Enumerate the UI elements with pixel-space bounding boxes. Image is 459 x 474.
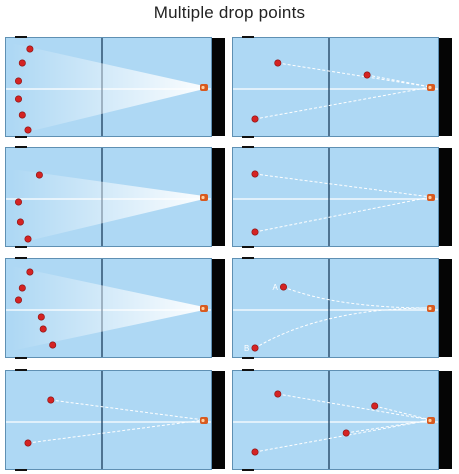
drop-point [251,170,259,178]
back-wall [439,259,452,357]
machine-outlet [428,195,432,200]
court-diagram [5,146,225,248]
court-field [232,258,439,358]
back-wall [212,371,225,469]
ball-trajectory [50,399,205,421]
back-wall [212,148,225,246]
ball-trajectory [277,393,432,421]
page-title: Multiple drop points [153,3,306,22]
panel-fan-left-column [5,36,227,138]
spray-fan [11,43,204,136]
drop-point [15,296,23,304]
court-diagram [232,36,452,138]
drop-point [18,111,26,119]
court-diagram [5,36,225,138]
ball-trajectory [277,62,432,88]
court-diagram: AB [232,257,452,359]
court-diagram [232,369,452,471]
drop-point [371,402,379,410]
court-field [232,37,439,137]
ball-trajectory [283,286,432,309]
drop-point [16,218,24,226]
drop-point [24,235,32,243]
back-wall [212,38,225,136]
drop-point [15,95,23,103]
panel-two-points-crossed [232,36,454,138]
court-field [232,147,439,247]
court-diagram [5,257,225,359]
ball-trajectory [254,173,432,198]
ball-trajectory [367,74,432,88]
drop-point [15,77,23,85]
spray-fan [11,266,204,351]
drop-point [274,59,282,67]
panel-one-far-fan-three-near [5,146,227,248]
point-label: A [273,283,279,292]
court-diagram [232,146,452,248]
drop-point [39,325,47,333]
drop-point [49,341,57,349]
panel-two-points-wide [5,369,227,471]
drop-point [251,344,259,352]
drop-point [24,439,32,447]
panel-two-points-straight [232,146,454,248]
drop-point [26,45,34,53]
drop-point [35,171,43,179]
machine-outlet [201,195,205,200]
machine-outlet [201,85,205,90]
drop-point [274,390,282,398]
back-wall [439,371,452,469]
machine-outlet [428,418,432,423]
point-label: B [244,344,249,353]
drop-point [15,198,23,206]
ball-trajectory [254,307,432,349]
ball-trajectory [27,419,205,444]
drop-point [251,115,259,123]
court-field [232,370,439,470]
drop-point [18,284,26,292]
drop-point [24,126,32,134]
panel-four-points-mixed [232,369,454,471]
drop-point [363,71,371,79]
court-diagram [5,369,225,471]
back-wall [439,148,452,246]
drop-point [47,396,55,404]
drop-point [251,448,259,456]
panel-fan-left-zigzag [5,257,227,359]
machine-outlet [201,306,205,311]
drop-point [37,313,45,321]
drop-point [26,268,34,276]
ball-trajectory [346,419,432,434]
machine-outlet [428,306,432,311]
back-wall [212,259,225,357]
machine-outlet [428,85,432,90]
drop-point [279,283,287,291]
drop-point [342,429,350,437]
machine-outlet [201,418,205,423]
drop-point [251,228,259,236]
back-wall [439,38,452,136]
spray-fan [11,169,204,245]
court-field [5,370,212,470]
drop-point [18,59,26,67]
